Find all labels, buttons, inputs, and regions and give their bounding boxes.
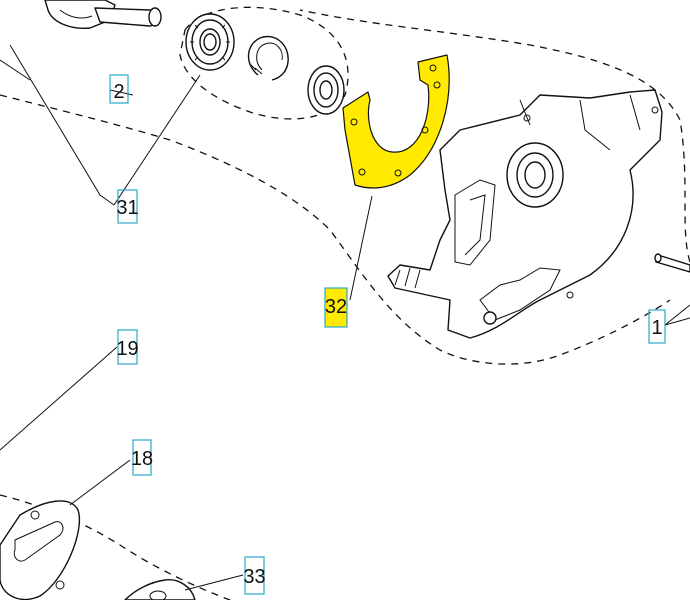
svg-text:18: 18: [131, 448, 153, 470]
callout-1[interactable]: 1: [648, 309, 666, 344]
svg-text:31: 31: [116, 197, 138, 219]
pin-icon: [654, 253, 690, 273]
carburetor-part-icon: [124, 579, 196, 600]
leader-line-2: [0, 59, 134, 96]
dashed-group-outline-bearing: [179, 6, 349, 120]
crankcase-icon: [387, 89, 663, 339]
callout-19[interactable]: 19: [116, 329, 139, 365]
callout-18[interactable]: 18: [131, 439, 153, 476]
svg-text:33: 33: [243, 566, 265, 588]
leader-line-31: [9, 44, 201, 206]
svg-text:32: 32: [325, 296, 347, 318]
leader-line-18: [69, 459, 131, 506]
leader-line-33: [184, 574, 244, 591]
svg-text:19: 19: [116, 338, 138, 360]
intake-gasket-icon: [0, 500, 80, 600]
dashed-group-outline-main: [0, 9, 690, 365]
gasket-icon: [342, 54, 450, 189]
oil-seal-icon: [307, 65, 345, 115]
leader-line-19: [0, 346, 118, 451]
svg-text:1: 1: [651, 317, 662, 339]
callout-33[interactable]: 33: [243, 556, 266, 595]
dashed-group-outline-bottom: [0, 494, 231, 600]
circlip-icon: [247, 35, 289, 81]
leader-line-32: [349, 195, 373, 301]
callout-32[interactable]: 32: [324, 287, 348, 328]
svg-text:2: 2: [113, 81, 124, 103]
callout-2[interactable]: 2: [109, 74, 129, 104]
ball-bearing-icon: [185, 13, 235, 71]
leader-line-1: [664, 304, 690, 326]
crankshaft-icon: [44, 0, 162, 29]
callout-31[interactable]: 31: [116, 189, 139, 224]
